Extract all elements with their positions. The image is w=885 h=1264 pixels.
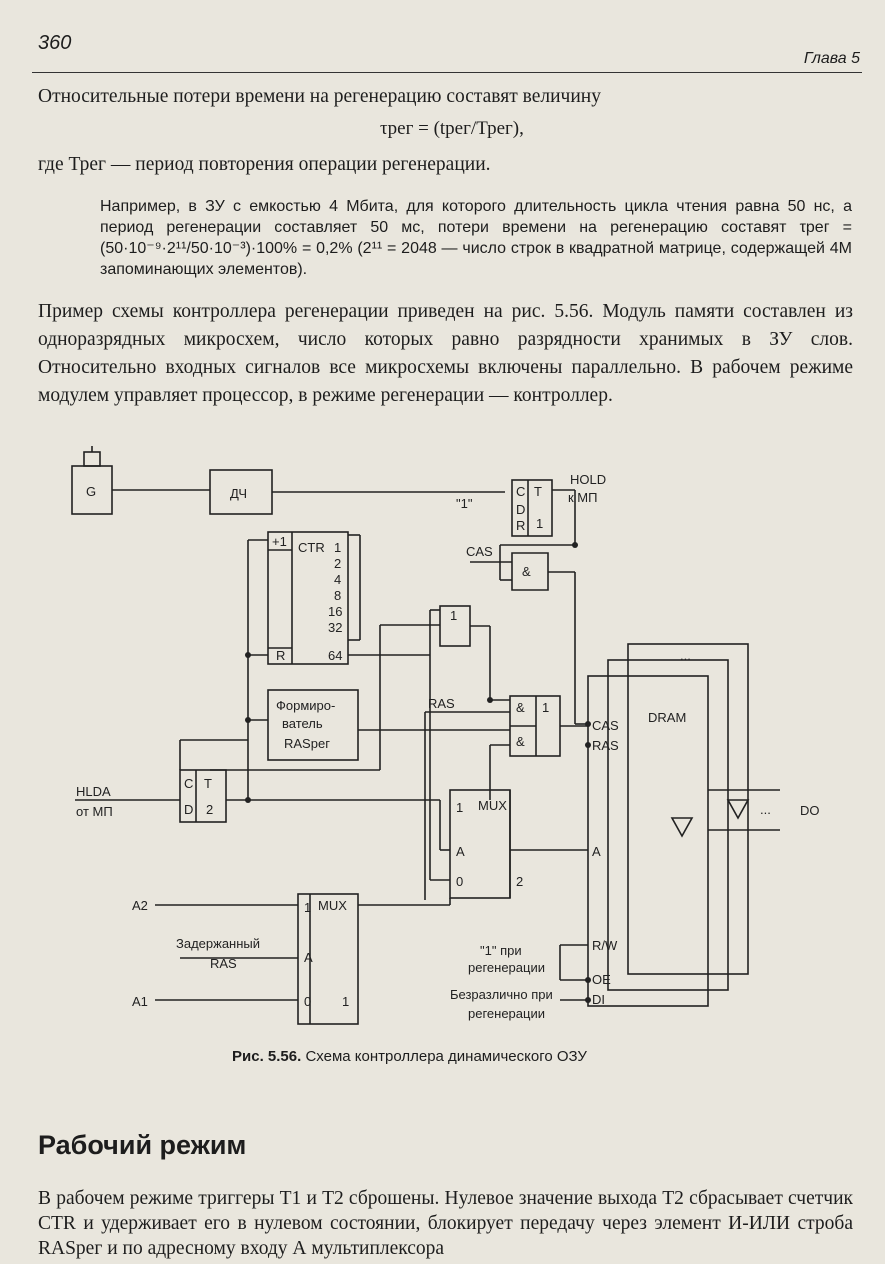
label-dch: ДЧ (230, 486, 247, 501)
paragraph-working-mode: В рабочем режиме триггеры Т1 и Т2 сброше… (38, 1188, 853, 1259)
label-andor-and2: & (516, 734, 525, 749)
label-t1-1: 1 (536, 516, 543, 531)
label-from-mp: от МП (76, 804, 113, 819)
label-one-signal: "1" (456, 496, 473, 511)
label-mux1-a: A (456, 844, 465, 859)
caption-number: Рис. 5.56. (232, 1048, 302, 1065)
label-to-mp: к МП (568, 490, 597, 505)
label-t2-2: 2 (206, 802, 213, 817)
label-dram-di: DI (592, 992, 605, 1007)
figure-caption: Рис. 5.56. Схема контроллера динамическо… (232, 1048, 587, 1065)
label-delayed-1: Задержанный (176, 936, 260, 951)
formula: τрег = (tрег/Трег), (380, 118, 524, 139)
label-hold: HOLD (570, 472, 606, 487)
caption-text: Схема контроллера динамического ОЗУ (305, 1048, 587, 1065)
label-andor-and1: & (516, 700, 525, 715)
label-dots-top: ... (680, 648, 691, 663)
label-ctr-out-32: 32 (328, 620, 342, 635)
label-dram-oe: OE (592, 972, 611, 987)
label-dram-a: A (592, 844, 601, 859)
label-dots-mid: ... (760, 802, 771, 817)
page-header: 360 Глава 5 (32, 30, 862, 73)
label-a1: A1 (132, 994, 148, 1009)
dram-chip-stack-3 (627, 643, 749, 975)
chapter-title: Глава 5 (803, 50, 860, 67)
section-title: Рабочий режим (38, 1130, 247, 1160)
label-ctr-r: R (276, 648, 285, 663)
label-do: DO (800, 803, 820, 818)
example-note: Например, в ЗУ с емкостью 4 Мбита, для к… (100, 198, 852, 278)
label-hlda: HLDA (76, 784, 111, 799)
label-cas-and: & (522, 564, 531, 579)
label-t1-d: D (516, 502, 525, 517)
label-andor-or: 1 (542, 700, 549, 715)
label-g: G (86, 484, 96, 499)
paragraph-intro: Относительные потери времени на регенера… (38, 86, 601, 107)
label-regen1-2: регенерации (468, 960, 545, 975)
label-former-3: RASрег (284, 736, 330, 751)
trigger-t1 (511, 479, 553, 537)
label-t1-t: T (534, 484, 542, 499)
cas-and-gate (511, 552, 549, 591)
label-mux1-0: 0 (456, 874, 463, 889)
label-delayed-2: RAS (210, 956, 237, 971)
label-or-1: 1 (450, 608, 457, 623)
label-ctr-out-2: 2 (334, 556, 341, 571)
label-ctr-out-64: 64 (328, 648, 342, 663)
label-ctr: CTR (298, 540, 325, 555)
label-ctr-out-8: 8 (334, 588, 341, 603)
label-regen1-1: "1" при (480, 943, 522, 958)
label-mux2-0: 0 (304, 994, 311, 1009)
mux-2 (297, 893, 359, 1025)
paragraph-definition: где Трег — период повторения операции ре… (38, 154, 491, 175)
label-cas-in: CAS (466, 544, 493, 559)
label-former-1: Формиро- (276, 698, 335, 713)
trigger-t2 (179, 769, 227, 823)
label-regen2-2: регенерации (468, 1006, 545, 1021)
label-t2-d: D (184, 802, 193, 817)
ras-former-block (267, 689, 359, 761)
output-buffer-2 (670, 817, 694, 838)
dram-chip-stack-2 (607, 659, 729, 991)
label-dram: DRAM (648, 710, 686, 725)
label-a2: A2 (132, 898, 148, 913)
page-number: 360 (38, 32, 72, 54)
label-ctr-out-1: 1 (334, 540, 341, 555)
label-t2-t: T (204, 776, 212, 791)
label-dram-ras: RAS (592, 738, 619, 753)
label-mux2-a: A (304, 950, 313, 965)
label-mux2-1out: 1 (342, 994, 349, 1009)
label-ctr-out-16: 16 (328, 604, 342, 619)
label-mux1-1: 1 (456, 800, 463, 815)
label-regen2-1: Безразлично при (450, 987, 553, 1002)
label-t1-r: R (516, 518, 525, 533)
label-ctr-out-4: 4 (334, 572, 341, 587)
label-mux1: MUX (478, 798, 507, 813)
paragraph-scheme: Пример схемы контроллера регенерации при… (38, 301, 853, 406)
label-mux2: MUX (318, 898, 347, 913)
counter-ctr (267, 531, 349, 665)
label-mux1-2: 2 (516, 874, 523, 889)
label-dram-cas: CAS (592, 718, 619, 733)
label-dram-rw: R/W (592, 938, 618, 953)
label-mux2-1: 1 (304, 900, 311, 915)
label-former-2: ватель (282, 716, 323, 731)
label-ras-in: RAS (428, 696, 455, 711)
dram-chip (587, 675, 709, 1007)
label-t2-c: C (184, 776, 193, 791)
label-t1-c: C (516, 484, 525, 499)
label-ctr-plus1: +1 (272, 534, 287, 549)
output-buffer (726, 799, 750, 820)
crystal-symbol (83, 451, 101, 467)
